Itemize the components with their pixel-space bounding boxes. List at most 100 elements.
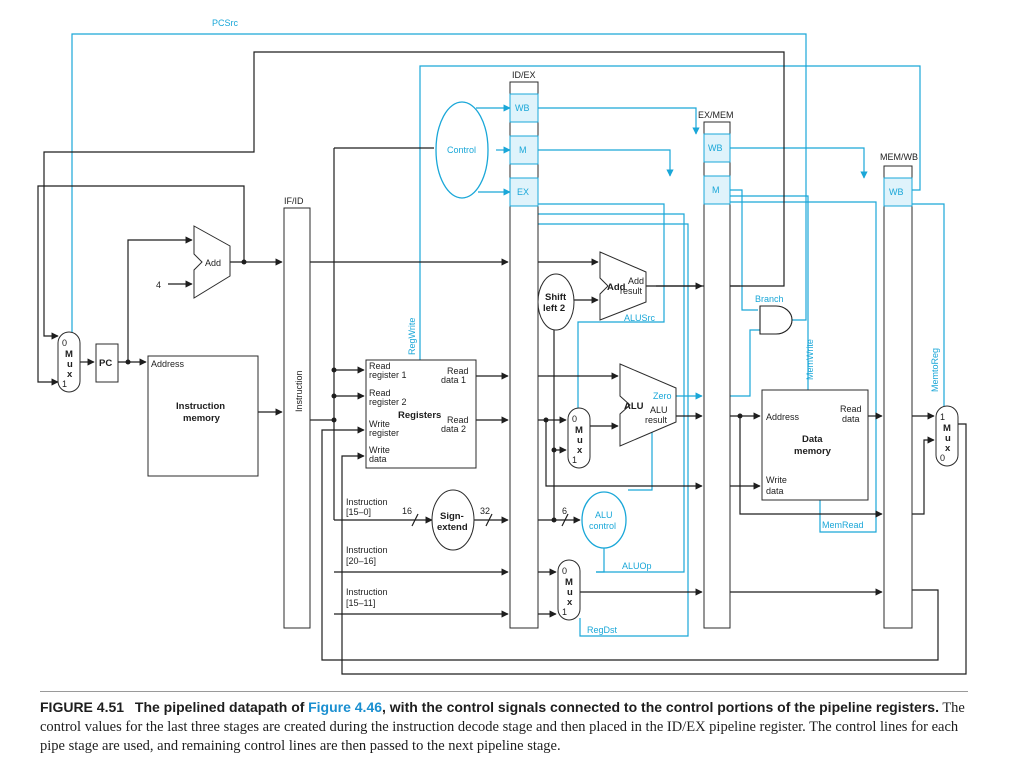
figure-number: FIGURE 4.51: [40, 699, 125, 715]
svg-text:u: u: [577, 435, 583, 446]
svg-text:memory: memory: [794, 446, 832, 457]
control-label: Control: [447, 145, 476, 155]
aluop-line: [538, 213, 685, 573]
svg-text:result: result: [620, 286, 643, 296]
zero-to-branch: [730, 329, 760, 397]
svg-text:Write: Write: [766, 475, 787, 485]
svg-text:Add: Add: [628, 276, 644, 286]
pc-mux-in1: 1: [62, 379, 67, 389]
svg-text:M: M: [575, 425, 583, 436]
alusrc-to-mux: [577, 321, 620, 408]
idex-m-label: M: [519, 145, 527, 155]
svg-text:Instruction: Instruction: [346, 587, 388, 597]
pc-mux-in0: 0: [62, 338, 67, 348]
svg-text:Write: Write: [369, 419, 390, 429]
imm-to-mux: [538, 446, 567, 521]
svg-text:x: x: [577, 445, 583, 456]
svg-text:Sign-: Sign-: [440, 511, 464, 522]
dmem-address-label: Address: [766, 412, 800, 422]
memwb-alu-to-mux: [912, 436, 935, 515]
shift-left-2-unit: [537, 273, 575, 331]
idex-wb-label: WB: [515, 103, 530, 113]
svg-text:x: x: [567, 597, 573, 608]
idex-wb-field: [509, 93, 539, 123]
svg-text:M: M: [943, 423, 951, 434]
regdst-label: RegDst: [587, 625, 618, 635]
branch-label: Branch: [755, 294, 784, 304]
idex-register: [509, 81, 539, 629]
svg-text:extend: extend: [437, 522, 468, 533]
memwb-label: MEM/WB: [880, 152, 918, 162]
svg-text:ALU: ALU: [650, 405, 668, 415]
memwrite-label: MemWrite: [805, 339, 815, 380]
svg-text:Shift: Shift: [545, 292, 567, 303]
datapath-lines: [37, 51, 967, 675]
svg-text:ALU: ALU: [595, 510, 613, 520]
pc-adder: [193, 225, 231, 299]
svg-text:Data: Data: [802, 434, 823, 445]
memtoreg-mux: [935, 405, 959, 467]
constant-four: 4: [156, 280, 161, 290]
svg-text:Write: Write: [369, 445, 390, 455]
zero-label: Zero: [653, 391, 672, 401]
registers-label: Registers: [398, 410, 441, 421]
pc-register: [95, 343, 119, 383]
width-32: 32: [480, 506, 490, 516]
aluop-to-alucontrol: [596, 548, 605, 573]
exmem-m-field: [703, 175, 731, 205]
idex-wb-to-exmem: [538, 107, 700, 135]
memwb-wb-field: [883, 177, 913, 207]
exmem-wb-field: [703, 133, 731, 163]
exmem-m-label: M: [712, 185, 720, 195]
svg-text:0: 0: [572, 414, 577, 424]
sign-extend-unit: [431, 489, 475, 551]
svg-text:Read: Read: [447, 366, 469, 376]
svg-text:Read: Read: [369, 388, 391, 398]
svg-text:[20–16]: [20–16]: [346, 556, 376, 566]
alusrc-mux: [567, 407, 591, 469]
width-16: 16: [402, 506, 412, 516]
write-register-loop: [321, 426, 939, 661]
svg-text:register 2: register 2: [369, 397, 407, 407]
svg-text:0: 0: [562, 566, 567, 576]
svg-text:data: data: [766, 486, 784, 496]
pcsrc-line: [71, 33, 807, 336]
svg-text:x: x: [945, 443, 951, 454]
idex-ex-field: [509, 177, 539, 207]
memtoreg-line: [912, 203, 945, 406]
svg-text:Instruction: Instruction: [346, 497, 388, 507]
pc-mux: [57, 331, 81, 393]
aluop-label: ALUOp: [622, 561, 652, 571]
exmem-register: [703, 121, 731, 629]
alu-label: ALU: [624, 401, 644, 412]
regwrite-label: RegWrite: [407, 318, 417, 355]
memwrite-line: [730, 195, 809, 390]
instruction-vertical-label: Instruction: [294, 370, 304, 412]
pc-plus4-feedback: [37, 185, 245, 386]
figure-ref-link[interactable]: Figure 4.46: [308, 699, 383, 715]
regdst-mux: [557, 559, 581, 621]
svg-text:data: data: [369, 454, 387, 464]
svg-text:Read: Read: [840, 404, 862, 414]
branch-line: [730, 189, 758, 311]
svg-text:u: u: [67, 359, 73, 370]
memwb-register: [883, 165, 913, 629]
ifid-register: [283, 207, 311, 629]
alu-to-memwb: [739, 416, 883, 518]
idex-m-to-exmem: [538, 149, 674, 177]
idex-ex-label: EX: [517, 187, 529, 197]
memread-label: MemRead: [822, 520, 864, 530]
alusrc-line: [538, 203, 665, 323]
svg-text:memory: memory: [183, 413, 221, 424]
svg-text:1: 1: [572, 455, 577, 465]
imem-address-label: Address: [151, 359, 185, 369]
control-lines: PCSrc Branch ALUSrc ALUOp: [71, 18, 945, 637]
branch-target-loop: [43, 51, 785, 340]
width-6: 6: [562, 506, 567, 516]
pipeline-registers: IF/ID Instruction ID/EX WB M EX EX/MEM W…: [283, 70, 918, 629]
functional-units: Control 0 M u x 1 PC Add 4 Address Instr…: [57, 101, 959, 621]
data-memory: [761, 389, 869, 501]
svg-text:data 2: data 2: [441, 424, 466, 434]
svg-text:0: 0: [940, 453, 945, 463]
svg-text:1: 1: [940, 412, 945, 422]
